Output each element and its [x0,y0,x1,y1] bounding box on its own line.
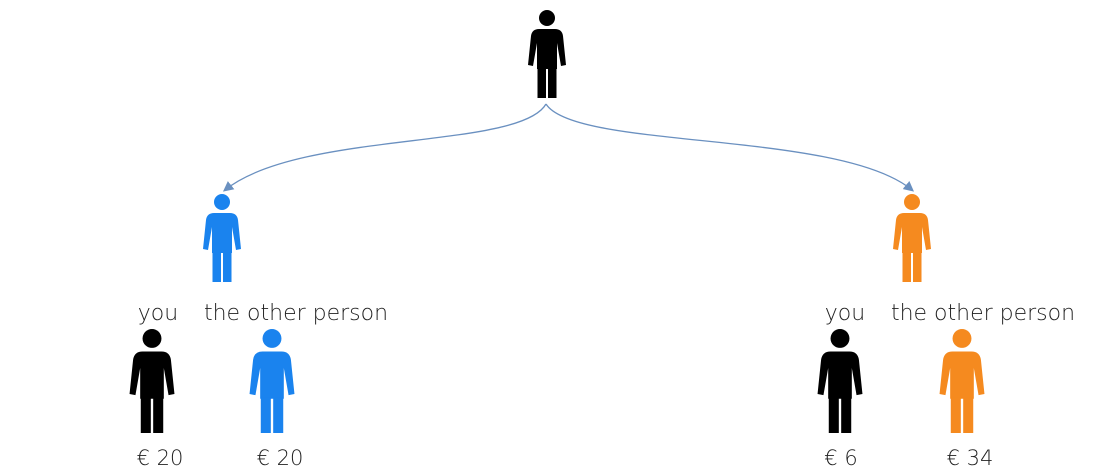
option-a-you-amount: € 20 [137,446,184,470]
option-a-other-amount: € 20 [257,446,304,470]
arrow-to-option-b [545,103,915,192]
option-a-other-person-icon [249,329,295,433]
option-a-you-person-icon [129,329,175,433]
option-b-other-person-icon [939,329,985,433]
option-a-other-label: the other person [204,301,388,326]
option-b-you-person-icon [817,329,863,433]
option-b-you-label: you [825,301,865,326]
root-person-icon [528,10,566,98]
option-b-other-amount: € 34 [947,446,994,470]
option-a-you-label: you [138,301,178,326]
option-b-you-amount: € 6 [824,446,857,470]
option-b-person-icon [893,194,931,282]
option-a-person-icon [203,194,241,282]
option-b-other-label: the other person [891,301,1075,326]
arrow-to-option-a [222,103,547,192]
